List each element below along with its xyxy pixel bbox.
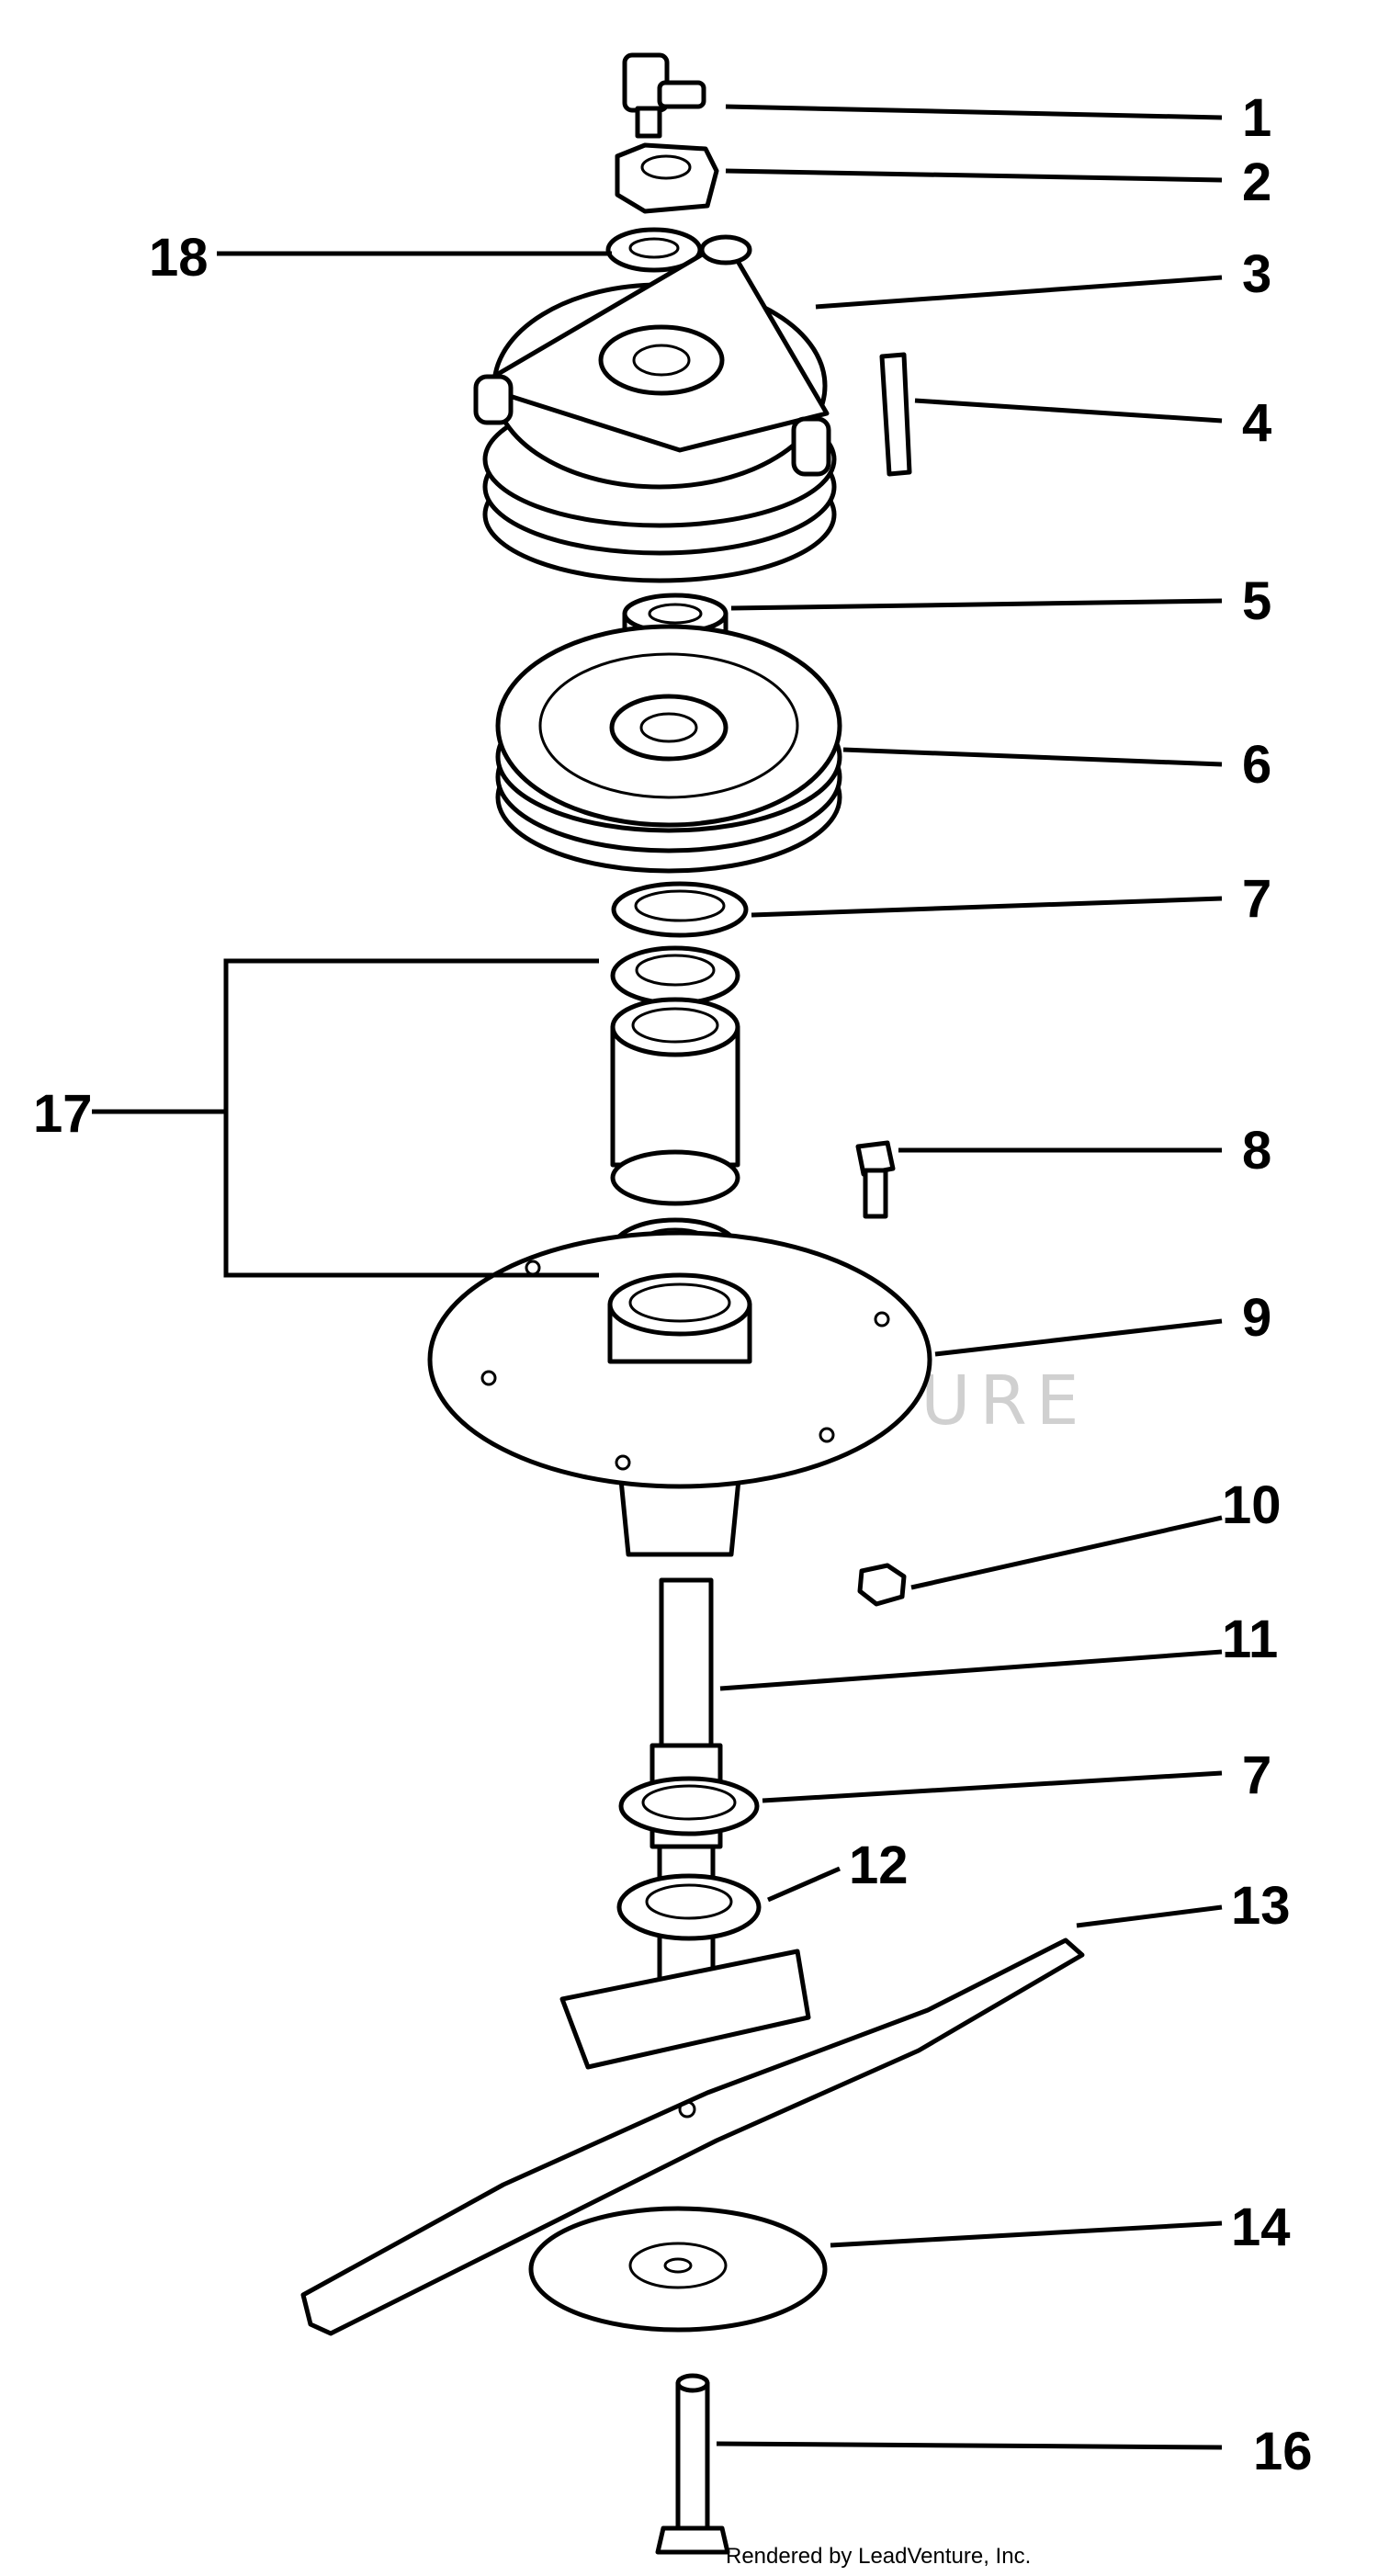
callout-18: 18 [149, 228, 209, 288]
callout-13: 13 [1231, 1876, 1291, 1936]
callout-16: 16 [1253, 2422, 1313, 2481]
part-mower-blade [300, 1938, 1085, 2336]
part-grease-fitting [622, 52, 706, 139]
callout-11: 11 [1222, 1610, 1278, 1669]
part-blade-bolt [655, 2373, 730, 2555]
part-hex-nut [615, 142, 719, 214]
leader-lines [92, 104, 1223, 2450]
callout-3: 3 [1242, 244, 1271, 304]
callout-7-upper: 7 [1242, 869, 1271, 929]
part-washer [605, 227, 703, 273]
callout-7-lower: 7 [1242, 1746, 1271, 1805]
part-key [879, 352, 912, 477]
callout-5: 5 [1242, 571, 1271, 631]
callout-6: 6 [1242, 735, 1271, 795]
part-spacer-lower [618, 1776, 760, 1836]
part-locknut [857, 1563, 907, 1607]
callout-12: 12 [849, 1836, 909, 1895]
part-blade-adapter [528, 2206, 828, 2333]
part-idler-pulley [473, 234, 837, 583]
part-bolt-small [855, 1140, 896, 1219]
callout-4: 4 [1242, 393, 1271, 453]
part-bearing-housing-kit [610, 945, 740, 1282]
callout-14: 14 [1231, 2198, 1291, 2257]
callout-17: 17 [33, 1084, 93, 1144]
callout-8: 8 [1242, 1121, 1271, 1181]
part-spacer-upper [611, 881, 749, 938]
callout-10: 10 [1222, 1475, 1282, 1535]
callout-1: 1 [1242, 88, 1271, 148]
callout-labels: 1 2 3 4 5 6 7 8 9 10 11 7 12 13 14 16 18… [33, 88, 1313, 2481]
callout-2: 2 [1242, 153, 1271, 212]
render-credit: Rendered by LeadVenture, Inc. [726, 2544, 1031, 2569]
callout-9: 9 [1242, 1288, 1271, 1348]
part-drive-pulley [495, 624, 842, 874]
part-spindle-housing [427, 1230, 932, 1557]
part-seal [616, 1873, 762, 1941]
